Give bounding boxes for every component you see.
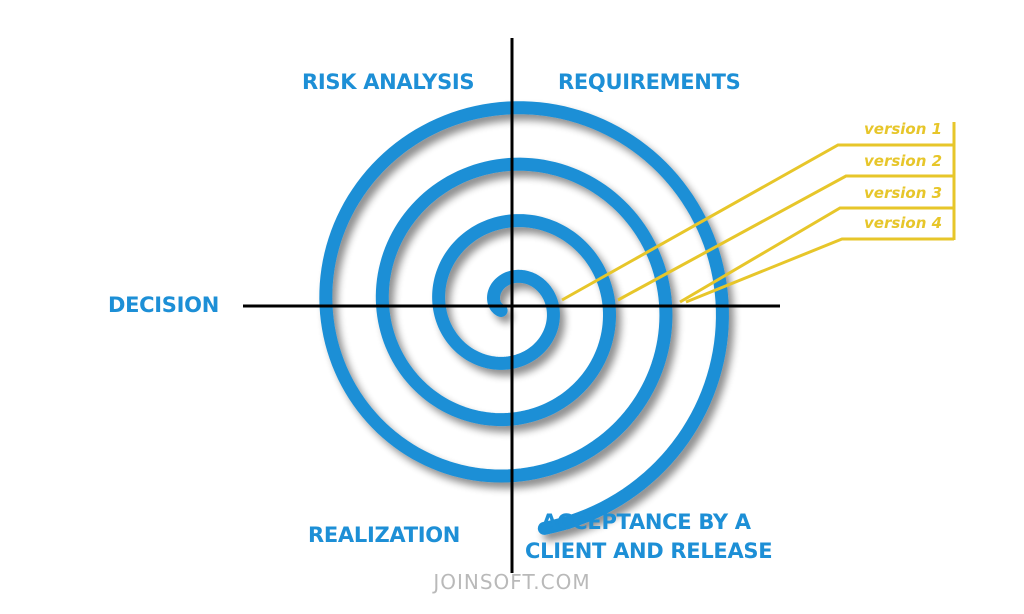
version-4-leader xyxy=(685,237,954,304)
acceptance-line-1: ACCEPTANCE BY A xyxy=(541,510,751,534)
spiral-path xyxy=(319,101,729,535)
version-1-label: version 1 xyxy=(864,120,943,138)
acceptance-line-2: CLIENT AND RELEASE xyxy=(525,539,773,563)
realization-label: REALIZATION xyxy=(308,523,461,547)
version-2-label: version 2 xyxy=(864,152,943,170)
version-1-leader xyxy=(561,143,954,302)
version-3-leader xyxy=(679,206,954,304)
risk-analysis-label: RISK ANALYSIS xyxy=(302,70,475,94)
decision-label: DECISION xyxy=(108,293,219,317)
version-leaders xyxy=(561,122,956,304)
acceptance-release-label: ACCEPTANCE BY A CLIENT AND RELEASE xyxy=(525,508,773,566)
watermark-text: JOINSOFT.COM xyxy=(433,570,591,594)
version-4-label: version 4 xyxy=(864,214,943,232)
version-3-label: version 3 xyxy=(864,184,943,202)
version-2-leader xyxy=(617,174,954,302)
requirements-label: REQUIREMENTS xyxy=(558,70,741,94)
